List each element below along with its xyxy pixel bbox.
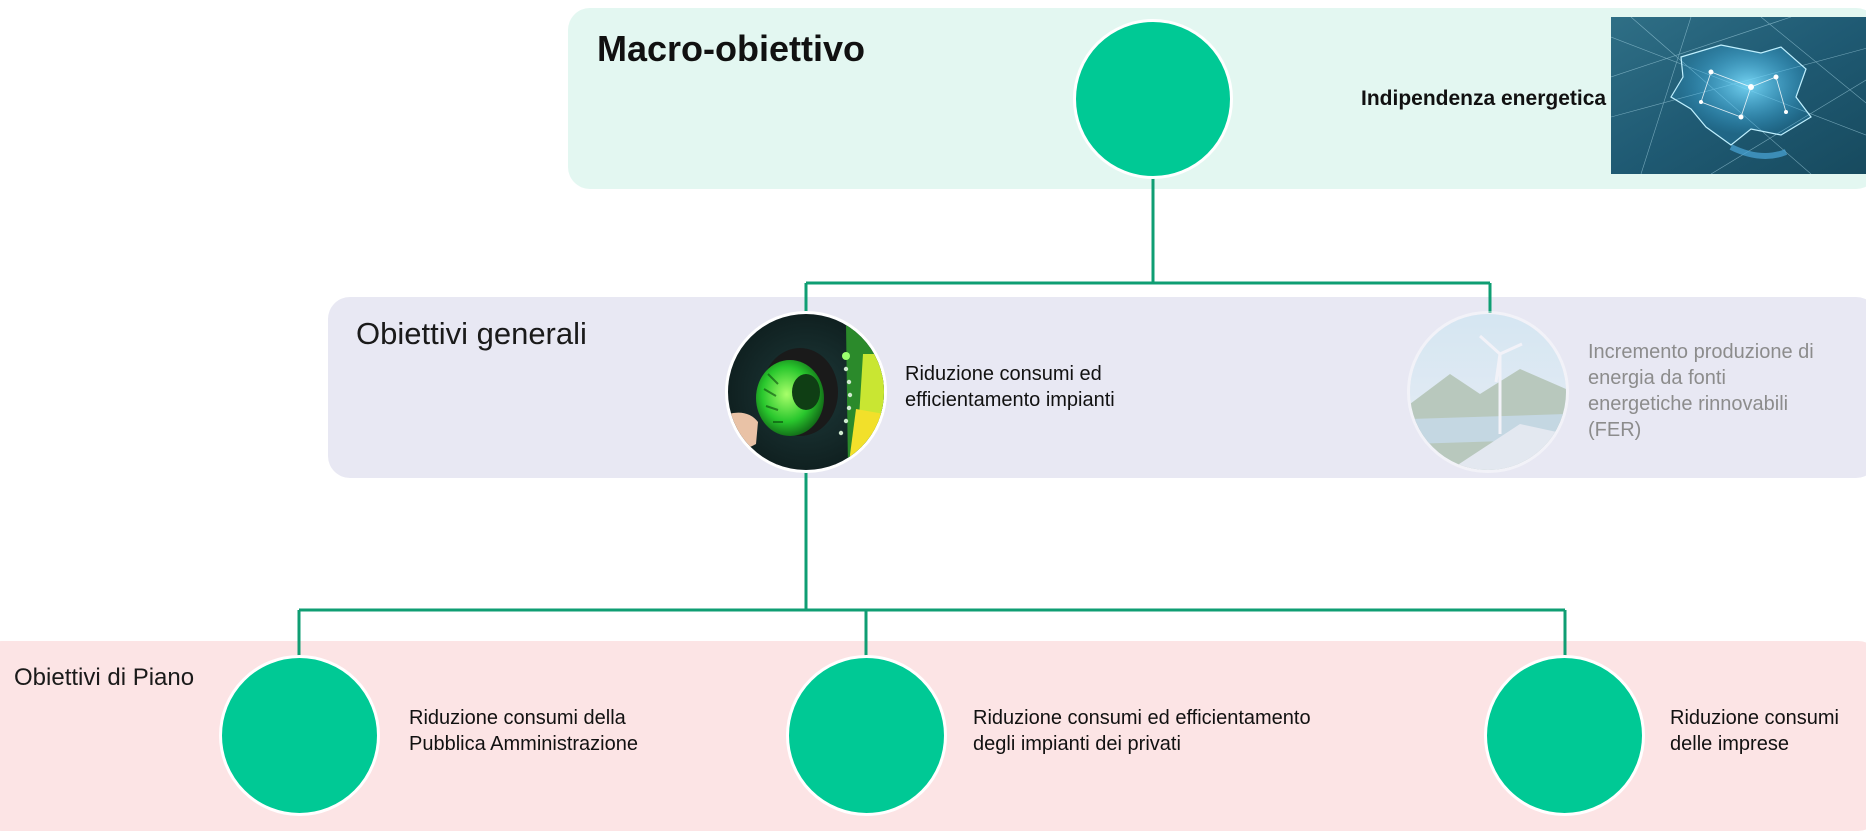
- incremento-produzione-label-line-3: energetiche rinnovabili: [1588, 393, 1789, 415]
- riduzione-consumi-label: Riduzione consumi ed efficientamento imp…: [905, 361, 1115, 413]
- macro-objective-label-line: Indipendenza energetica: [1361, 87, 1607, 110]
- incremento-produzione-label-line-4: (FER): [1588, 419, 1642, 441]
- riduzione-consumi-label-line-2: efficientamento impianti: [905, 389, 1115, 411]
- general-objectives-title: Obiettivi generali: [356, 316, 587, 351]
- wind-turbine-dam-image[interactable]: [1407, 311, 1569, 473]
- plan-objective-label-pa-line-1: Riduzione consumi della: [409, 707, 626, 729]
- plan-objective-label-pa-line-2: Pubblica Amministrazione: [409, 733, 638, 755]
- macro-objective-label: Indipendenza energetica: [1361, 86, 1606, 112]
- plan-objective-circle-pa[interactable]: [219, 655, 380, 816]
- green-dial-knob-image[interactable]: [725, 311, 887, 473]
- incremento-produzione-label: Incremento produzione di energia da font…: [1588, 339, 1814, 443]
- incremento-produzione-label-line-2: energia da fonti: [1588, 367, 1726, 389]
- plan-objective-circle-privati[interactable]: [786, 655, 947, 816]
- energy-network-map-image: [1611, 17, 1866, 174]
- macro-objective-circle[interactable]: [1073, 19, 1233, 179]
- macro-title: Macro-obiettivo: [597, 28, 866, 69]
- plan-objective-label-imprese-line-1: Riduzione consumi: [1670, 707, 1839, 729]
- plan-objective-label-privati-line-1: Riduzione consumi ed efficientamento: [973, 707, 1311, 729]
- plan-objectives-title: Obiettivi di Piano: [14, 664, 195, 691]
- incremento-produzione-label-line-1: Incremento produzione di: [1588, 341, 1814, 363]
- plan-objective-label-imprese: Riduzione consumi delle imprese: [1670, 705, 1839, 757]
- riduzione-consumi-label-line-1: Riduzione consumi ed: [905, 363, 1102, 385]
- plan-objective-label-privati: Riduzione consumi ed efficientamento deg…: [973, 705, 1311, 757]
- plan-objective-label-privati-line-2: degli impianti dei privati: [973, 733, 1181, 755]
- plan-objective-label-pa: Riduzione consumi della Pubblica Amminis…: [409, 705, 638, 757]
- general-objectives-band: [328, 297, 1866, 478]
- plan-objective-label-imprese-line-2: delle imprese: [1670, 733, 1789, 755]
- plan-objective-circle-imprese[interactable]: [1484, 655, 1645, 816]
